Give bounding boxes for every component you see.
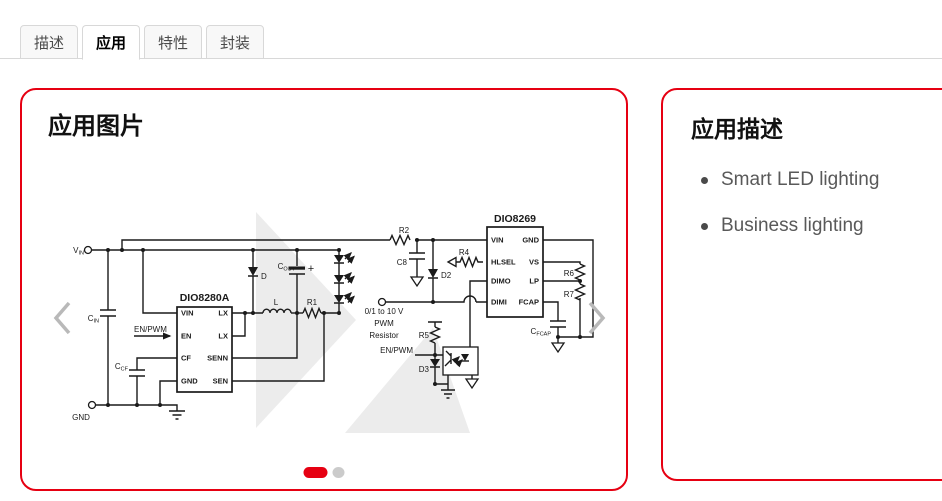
svg-text:GND: GND xyxy=(181,377,198,386)
svg-text:CIN: CIN xyxy=(88,314,99,325)
capacitor-cout xyxy=(289,250,305,313)
svg-text:LP: LP xyxy=(529,277,539,286)
svg-text:VS: VS xyxy=(529,258,539,267)
svg-text:Resistor: Resistor xyxy=(369,331,399,340)
svg-text:CCF: CCF xyxy=(115,362,129,373)
application-list-item: Business lighting xyxy=(699,214,879,238)
svg-text:HLSEL: HLSEL xyxy=(491,258,516,267)
svg-text:D: D xyxy=(261,272,267,281)
svg-text:SEN: SEN xyxy=(213,377,228,386)
carousel-dot-1[interactable] xyxy=(303,467,328,478)
svg-text:GND: GND xyxy=(72,413,90,422)
tab-description[interactable]: 描述 xyxy=(20,25,79,59)
tab-bar: 描述 应用 特性 封装 xyxy=(20,25,265,60)
application-image-title: 应用图片 xyxy=(48,113,144,140)
svg-text:+: + xyxy=(308,263,314,275)
svg-text:VIN: VIN xyxy=(73,246,84,257)
carousel-dot-2[interactable] xyxy=(332,467,345,478)
application-list-item: Smart LED lighting xyxy=(699,168,879,192)
svg-text:R1: R1 xyxy=(307,298,318,307)
svg-text:R5: R5 xyxy=(419,331,430,340)
application-image-panel: 应用图片 DIO8280A xyxy=(20,88,628,491)
svg-text:PWM: PWM xyxy=(374,319,394,328)
chip1-wiring xyxy=(129,250,339,405)
svg-text:R2: R2 xyxy=(399,226,410,235)
svg-text:L: L xyxy=(274,298,279,307)
junctions xyxy=(106,238,582,407)
application-description-panel: 应用描述 Smart LED lighting Business lightin… xyxy=(661,88,942,481)
svg-text:DIO8280A: DIO8280A xyxy=(180,292,230,304)
svg-text:D3: D3 xyxy=(419,365,430,374)
tab-application[interactable]: 应用 xyxy=(82,25,141,60)
svg-text:D2: D2 xyxy=(441,271,452,280)
application-description-title: 应用描述 xyxy=(691,116,783,142)
opto-network xyxy=(415,321,480,399)
svg-text:CF: CF xyxy=(181,354,191,363)
svg-text:CFCAP: CFCAP xyxy=(531,327,552,338)
application-list: Smart LED lighting Business lighting xyxy=(699,168,879,260)
svg-text:DIMO: DIMO xyxy=(491,277,511,286)
svg-text:DIMI: DIMI xyxy=(491,298,507,307)
svg-text:LX: LX xyxy=(218,332,228,341)
svg-text:0/1 to 10 V: 0/1 to 10 V xyxy=(365,307,404,316)
svg-text:EN: EN xyxy=(181,332,191,341)
svg-text:VIN: VIN xyxy=(181,309,194,318)
tab-features[interactable]: 特性 xyxy=(144,25,203,59)
carousel-prev-button[interactable] xyxy=(52,300,74,336)
tab-separator xyxy=(0,58,942,59)
svg-text:VIN: VIN xyxy=(491,236,504,245)
svg-text:R4: R4 xyxy=(459,248,470,257)
chip2-right-network xyxy=(543,239,594,354)
svg-text:R7: R7 xyxy=(564,290,575,299)
svg-text:DIO8269: DIO8269 xyxy=(494,213,536,225)
carousel-next-button[interactable] xyxy=(585,300,607,336)
circuit-schematic: DIO8280A VIN EN CF GND LX LX SENN SEN xyxy=(72,212,594,433)
capacitor-cin xyxy=(100,250,116,405)
diode-d xyxy=(248,250,258,313)
logo-watermark xyxy=(256,212,470,433)
led-string xyxy=(334,250,355,313)
svg-text:C8: C8 xyxy=(397,258,408,267)
svg-text:SENN: SENN xyxy=(207,354,228,363)
svg-text:GND: GND xyxy=(522,236,539,245)
svg-text:COUT: COUT xyxy=(278,262,296,273)
svg-text:EN/PWM: EN/PWM xyxy=(380,346,413,355)
svg-text:EN/PWM: EN/PWM xyxy=(134,325,167,334)
chip-dio8280a: DIO8280A VIN EN CF GND LX LX SENN SEN xyxy=(176,292,233,393)
svg-text:LX: LX xyxy=(218,309,228,318)
tab-package[interactable]: 封装 xyxy=(206,25,265,59)
dim-interface xyxy=(377,280,487,347)
svg-text:FCAP: FCAP xyxy=(519,298,539,307)
input-network xyxy=(389,233,483,302)
carousel-indicators xyxy=(303,467,345,478)
chip-dio8269: DIO8269 VIN HLSEL DIMO DIMI GND VS LP FC… xyxy=(486,213,544,318)
svg-text:R6: R6 xyxy=(564,269,575,278)
schematic-labels: VIN GND CIN EN/PWM CCF L R1 COUT + D R2 … xyxy=(72,226,574,422)
